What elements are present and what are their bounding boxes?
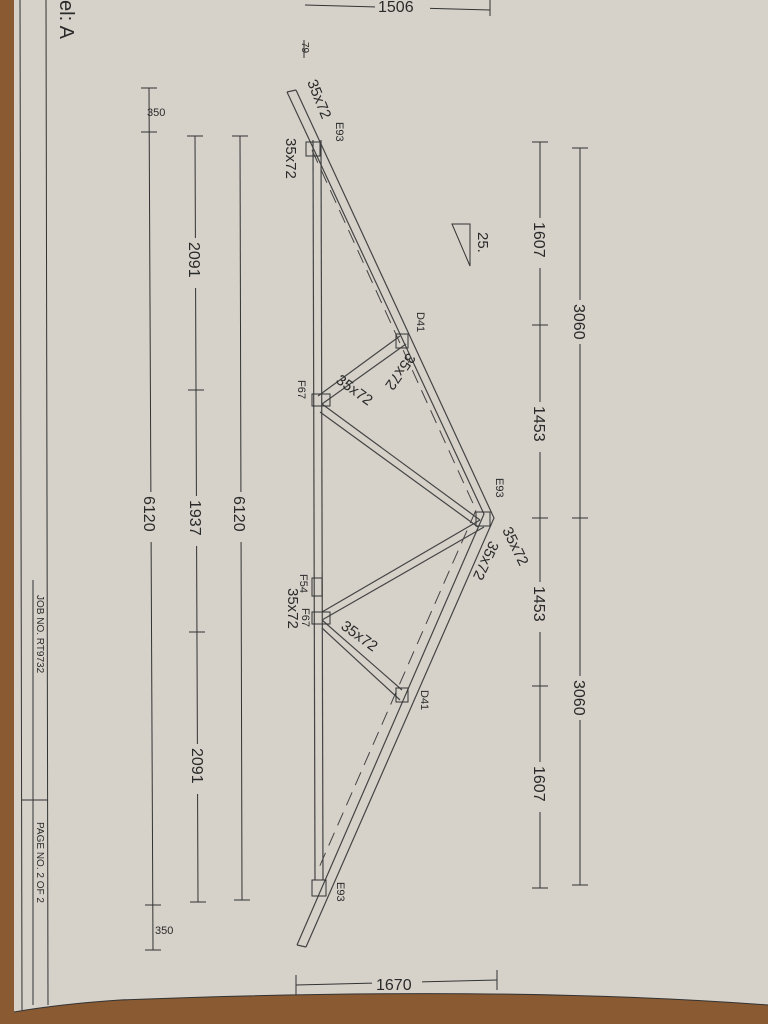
truss	[286, 89, 495, 948]
plate-label-apex: E93	[493, 478, 505, 498]
dim-overhang-top: 1506	[378, 0, 414, 16]
border-line-outer	[19, 0, 23, 1011]
dim-heel-left: 350	[147, 107, 165, 119]
dim-half-span-1: 3060	[570, 304, 587, 340]
plate-label-panel-upper: D41	[414, 312, 426, 332]
dim-overall-span-b: 6120	[140, 496, 157, 532]
dim-bottom-panel-2: 1937	[186, 500, 203, 536]
pitch-label: 25.	[474, 232, 491, 253]
plate-label-heel-right: E93	[334, 882, 346, 902]
member-bottom-chord: 35x72	[282, 138, 299, 179]
dim-half-span-2: 3060	[570, 680, 587, 716]
plate-label-splice: F54	[297, 574, 309, 593]
dim-line-panels	[530, 141, 552, 889]
member-web-lower-1: 35x72	[284, 588, 301, 629]
dim-panel-4: 1607	[530, 766, 547, 802]
dim-line-bottom-panels	[185, 135, 210, 903]
dim-panel-3: 1453	[530, 586, 547, 622]
model-label: el: A	[55, 0, 77, 40]
dim-line-overall-b	[140, 87, 162, 951]
plate-label-panel-lower: D41	[418, 690, 430, 710]
dim-overhang-bottom: 1670	[376, 977, 412, 994]
page-number: PAGE NO. 2 OF 2	[34, 822, 45, 903]
dim-bottom-panel-3: 2091	[188, 748, 205, 784]
plate-label-bottom-upper: F67	[295, 380, 307, 399]
bottom-chord-edge	[312, 139, 316, 881]
pitch-triangle-icon	[451, 223, 471, 267]
dim-bottom-panel-1: 2091	[185, 242, 202, 278]
plate-label-heel-left: E93	[333, 122, 345, 142]
dim-panel-2: 1453	[530, 406, 547, 442]
dim-line-overall-a	[230, 135, 252, 901]
job-number: JOB NO. RT9732	[34, 595, 45, 674]
dim-panel-1: 1607	[530, 222, 547, 258]
plate-label-bottom-lower: F67	[299, 608, 311, 627]
border-line-inner	[45, 0, 49, 1006]
paper-sheet	[14, 0, 768, 1012]
dim-heel-right: 350	[155, 925, 173, 937]
dim-line-half-spans	[570, 147, 592, 886]
top-chord-outer	[286, 91, 485, 946]
dim-overall-span-a: 6120	[230, 496, 247, 532]
plate-heel-left	[305, 141, 321, 157]
